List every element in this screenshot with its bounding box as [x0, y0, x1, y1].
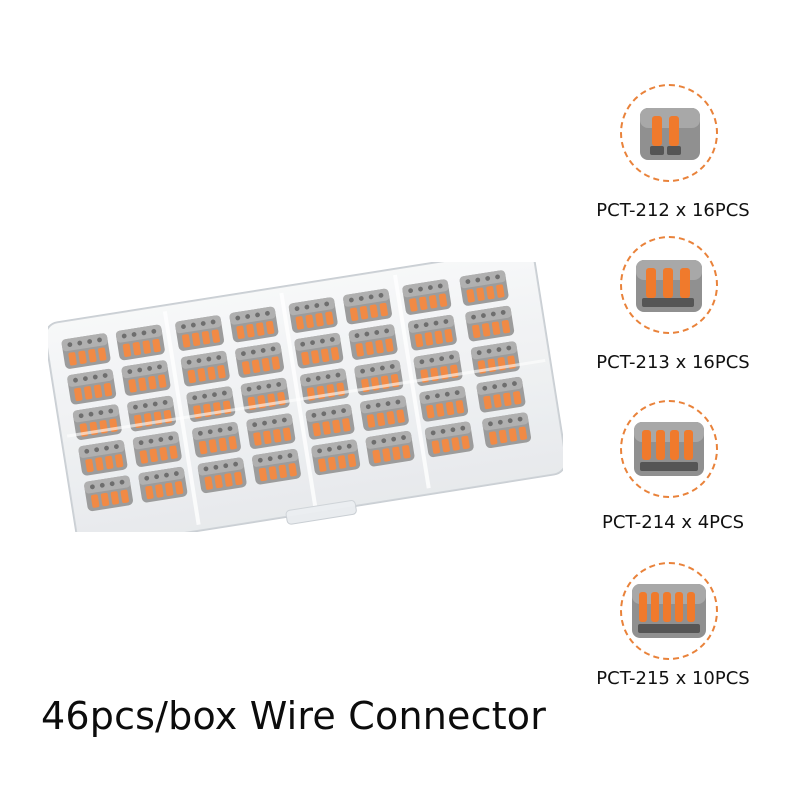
pct-215-connector-icon	[632, 584, 706, 638]
connector-box-photo	[48, 262, 563, 532]
product-title: 46pcs/box Wire Connector	[41, 694, 547, 738]
variant-image-frame	[620, 236, 718, 334]
variant-label: PCT-212 x 16PCS	[596, 200, 750, 221]
variant-image-frame	[620, 562, 718, 660]
variant-image-frame	[620, 400, 718, 498]
pct-213-connector-icon	[636, 260, 702, 312]
variant-label: PCT-215 x 10PCS	[596, 668, 750, 689]
pct-214-connector-icon	[634, 422, 704, 476]
variant-label: PCT-214 x 4PCS	[601, 512, 744, 533]
variant-label: PCT-213 x 16PCS	[596, 352, 750, 373]
variant-image-frame	[620, 84, 718, 182]
pct-212-connector-icon	[640, 108, 700, 160]
